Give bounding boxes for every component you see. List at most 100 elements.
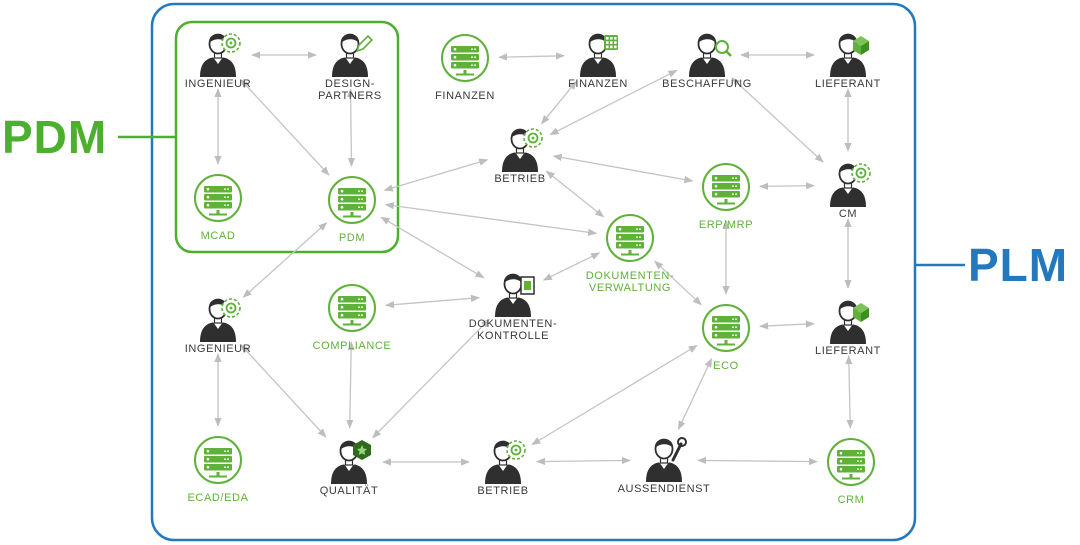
person-body [830, 324, 866, 344]
connection-arrow [498, 52, 565, 61]
server-rack [338, 304, 366, 311]
node-finanzen-person: FINANZEN [568, 33, 627, 90]
nodes: INGENIEUR DESIGN-PARTNERS MCAD PDM FINANZEN F… [185, 33, 881, 506]
server-rack [712, 191, 740, 198]
node-label: DOKUMENTEN- [469, 318, 558, 330]
server-rack [616, 226, 644, 233]
person-body [580, 57, 616, 77]
connection-arrow [552, 153, 694, 184]
gear-icon [221, 298, 241, 318]
node-label: VERWALTUNG [589, 282, 671, 294]
node-ingenieur-mid: INGENIEUR [185, 298, 252, 355]
connection-arrow [383, 158, 489, 192]
connection-arrow [372, 318, 490, 439]
node-label: PDM [339, 232, 365, 244]
connection-arrow [677, 357, 713, 431]
node-label: BESCHAFFUNG [662, 78, 752, 90]
node-pdm: PDM [328, 176, 376, 244]
node-betrieb-top: BETRIEB [494, 128, 545, 185]
connection-arrow [531, 344, 698, 446]
node-label: CM [839, 208, 857, 220]
connection-arrow [759, 182, 815, 190]
node-label: INGENIEUR [185, 343, 252, 355]
star-badge-icon [353, 440, 371, 460]
server-rack [338, 204, 366, 211]
connection-arrow [759, 320, 815, 330]
connection-arrow [240, 344, 327, 438]
node-ingenieur-top: INGENIEUR [185, 33, 252, 90]
node-mcad: MCAD [194, 174, 242, 242]
gear-icon [221, 33, 241, 53]
person-body [200, 57, 236, 77]
node-lieferant-top: LIEFERANT [815, 33, 881, 90]
server-rack [837, 466, 865, 473]
server-rack [204, 448, 232, 455]
pdm-label: PDM [2, 111, 107, 163]
person-body [830, 187, 866, 207]
person-body [689, 57, 725, 77]
connections [214, 51, 854, 466]
connection-arrow [545, 170, 605, 218]
connection-arrow [697, 456, 818, 466]
node-qualitaet: QUALITÄT [320, 440, 379, 497]
person-body [485, 464, 521, 484]
node-dokumentenkontrolle: DOKUMENTEN-KONTROLLE [469, 273, 558, 342]
server-rack [451, 54, 479, 61]
node-label: COMPLIANCE [313, 340, 392, 352]
box-icon [853, 303, 869, 322]
person-body [331, 464, 367, 484]
node-betrieb-bottom: BETRIEB [477, 440, 528, 497]
node-label: QUALITÄT [320, 485, 379, 497]
node-label: FINANZEN [435, 90, 495, 102]
node-design-partners: DESIGN-PARTNERS [318, 33, 382, 102]
node-label: DESIGN- [325, 78, 375, 90]
server-rack [712, 324, 740, 331]
node-label: KONTROLLE [477, 330, 549, 342]
node-label: MCAD [201, 230, 236, 242]
server-rack [712, 183, 740, 190]
connection-arrow [549, 69, 678, 136]
node-lieferant-mid: LIEFERANT [815, 300, 880, 357]
node-label: LIEFERANT [815, 78, 881, 90]
node-erp-mrp: ERP/MRP [699, 163, 753, 231]
node-compliance: COMPLIANCE [313, 284, 392, 352]
person-body [830, 57, 866, 77]
person-body [332, 57, 368, 77]
node-label: DOKUMENTEN- [586, 270, 675, 282]
node-label: ECO [713, 360, 739, 372]
person-body [646, 462, 682, 482]
server-rack [616, 234, 644, 241]
server-rack [204, 456, 232, 463]
server-rack [204, 194, 232, 201]
server-rack [451, 62, 479, 69]
server-rack [712, 332, 740, 339]
connection-arrow [384, 294, 481, 309]
connection-arrow [536, 456, 631, 466]
node-label: AUSSENDIENST [618, 483, 711, 495]
connection-arrow [346, 88, 356, 167]
node-label: ECAD/EDA [187, 492, 248, 504]
node-eco: ECO [702, 304, 750, 372]
calculator-icon [604, 35, 618, 50]
pencil-icon [355, 34, 374, 53]
connection-arrow [240, 79, 330, 176]
server-rack [338, 296, 366, 303]
node-cm: CM [830, 163, 871, 220]
person-body [502, 152, 538, 172]
node-label: PARTNERS [318, 90, 382, 102]
node-crm: CRM [827, 438, 875, 506]
connection-arrow [731, 77, 824, 163]
node-dokumentenverwaltung: DOKUMENTEN-VERWALTUNG [586, 214, 675, 294]
wrench-icon [671, 437, 687, 462]
gear-icon [523, 128, 543, 148]
node-label: INGENIEUR [185, 78, 252, 90]
document-icon [520, 276, 535, 295]
server-rack [451, 46, 479, 53]
connection-arrow [542, 252, 601, 281]
box-icon [853, 36, 869, 55]
server-rack [338, 196, 366, 203]
server-rack [204, 202, 232, 209]
person-body [200, 322, 236, 342]
connection-arrow [384, 202, 598, 236]
